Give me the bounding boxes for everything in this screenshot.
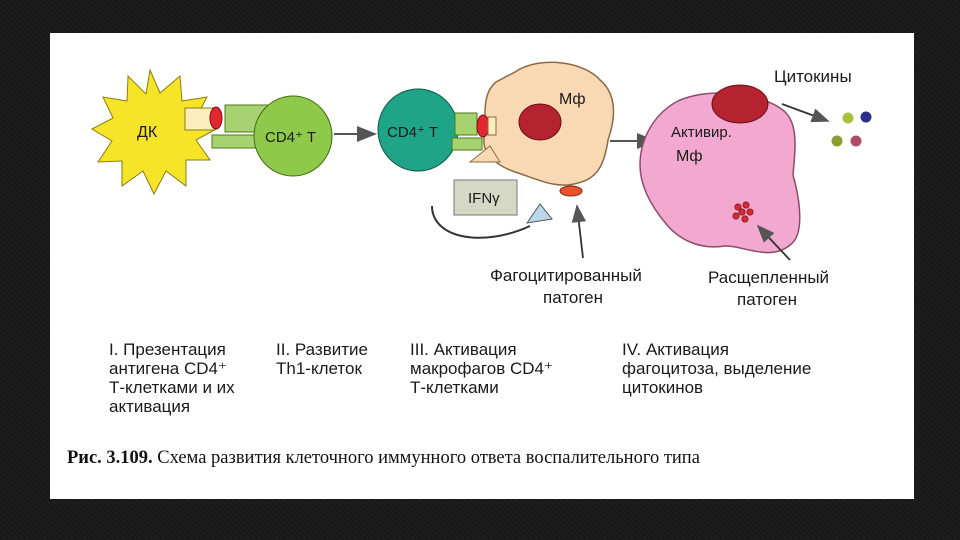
phagocytosed-label-1: Фагоцитированный bbox=[490, 266, 642, 285]
antigen-peptide-1 bbox=[210, 107, 222, 129]
cytokine-dot bbox=[861, 112, 872, 123]
dc-label: ДК bbox=[137, 124, 158, 141]
caption-text: Схема развития клеточного иммунного отве… bbox=[153, 448, 700, 468]
cytokine-dot bbox=[851, 136, 862, 147]
activated-mf-nucleus bbox=[712, 85, 768, 123]
phagocytosed-label-2: патоген bbox=[543, 288, 603, 307]
tcr-receptor-2 bbox=[455, 113, 477, 135]
phagocytosed-pathogen-dot bbox=[560, 186, 582, 196]
stage-1-description: I. Презентация антигена CD4⁺ Т-клетками … bbox=[109, 340, 235, 416]
stage-3-description: III. Активация макрофагов CD4⁺ Т-клеткам… bbox=[410, 340, 553, 397]
digested-label-2: патоген bbox=[737, 290, 797, 309]
activated-mf-label-1: Активир. bbox=[671, 124, 732, 141]
macrophage-nucleus bbox=[519, 104, 561, 140]
digested-label-1: Расщепленный bbox=[708, 268, 829, 287]
cd4-coreceptor-2 bbox=[452, 138, 482, 150]
macrophage-mhc-stem bbox=[488, 117, 496, 135]
figure-caption: Рис. 3.109. Схема развития клеточного им… bbox=[67, 448, 907, 469]
activated-mf-label-2: Мф bbox=[676, 148, 703, 165]
macrophage-mhc bbox=[477, 115, 489, 137]
ifn-receptor-triangle bbox=[527, 204, 552, 223]
stage-4-description: IV. Активация фагоцитоза, выделение цито… bbox=[622, 340, 811, 397]
cytokine-dot bbox=[843, 113, 854, 124]
ifn-label: IFNγ bbox=[468, 190, 500, 207]
arrow-phagocytosed bbox=[577, 206, 583, 258]
cd4-t-label-1: CD4⁺ T bbox=[265, 129, 316, 146]
stage-2-description: II. Развитие Th1-клеток bbox=[276, 340, 368, 378]
cd4-t-label-2: CD4⁺ T bbox=[387, 124, 438, 141]
cytokine-dot bbox=[832, 136, 843, 147]
cytokines-label: Цитокины bbox=[774, 67, 852, 86]
mf-label: Мф bbox=[559, 91, 586, 108]
caption-prefix: Рис. 3.109. bbox=[67, 448, 153, 468]
